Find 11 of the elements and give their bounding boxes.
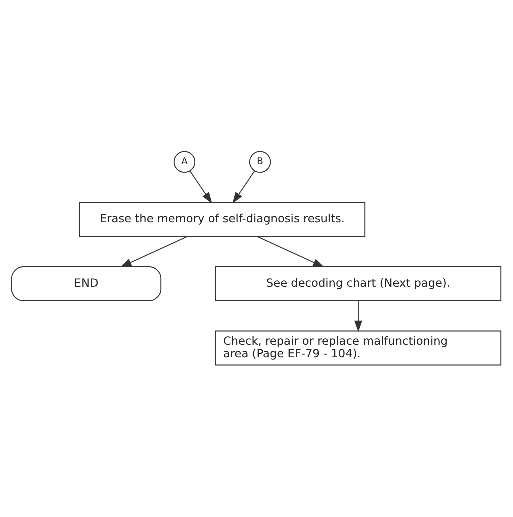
node-circle: B (249, 151, 272, 174)
arrow (257, 236, 325, 268)
node-box: Erase the memory of self-diagnosis results. (79, 202, 366, 238)
node-box: END (11, 266, 162, 302)
arrow (232, 170, 256, 204)
arrow (354, 300, 362, 332)
node-box: Check, repair or replace malfunctioning area (Page EF-79 - 104). (215, 330, 502, 366)
arrow (120, 236, 188, 268)
node-circle: A (174, 151, 196, 174)
node-box: See decoding chart (Next page). (215, 266, 502, 302)
arrow (190, 170, 212, 204)
